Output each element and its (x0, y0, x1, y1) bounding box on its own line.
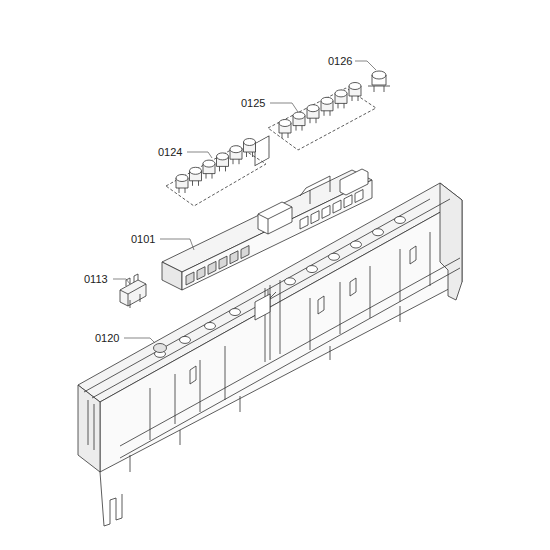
module-cell (344, 195, 352, 208)
module-cell (322, 205, 330, 218)
panel-hole (329, 253, 340, 260)
single-button (368, 71, 390, 92)
module-cell (230, 251, 238, 264)
push-buttons (176, 83, 361, 194)
module-cell (186, 272, 194, 285)
button-tab (206, 174, 212, 179)
panel-hole (154, 344, 167, 353)
button-tab (352, 96, 358, 101)
module-cell (197, 267, 205, 280)
button-cap (279, 120, 291, 127)
button-cap (307, 105, 319, 112)
callout-number: 0126 (327, 55, 353, 68)
leader-lines (113, 61, 376, 343)
button-tab (310, 118, 316, 123)
button-cap (190, 167, 202, 174)
button-tab (220, 166, 226, 171)
button-cap (244, 139, 256, 146)
panel-hole (285, 278, 296, 285)
module-cell (208, 261, 216, 274)
callout-number: 0101 (130, 233, 156, 246)
callout-number: 0120 (94, 332, 120, 345)
control-module (162, 169, 372, 290)
button-group-outline (268, 88, 376, 150)
button-tab (193, 181, 199, 186)
module-cells (186, 190, 363, 286)
button-tab (179, 188, 185, 193)
panel-hole (395, 216, 406, 223)
button-cap (203, 160, 215, 167)
button-tab (247, 152, 253, 157)
module-cell (219, 256, 227, 269)
module-cell (311, 211, 319, 224)
callout-number: 0113 (83, 273, 109, 286)
button-cap (217, 153, 229, 160)
module-cell (241, 246, 249, 259)
button-tab (296, 126, 302, 131)
module-cell (355, 190, 363, 203)
button-cap (230, 146, 242, 153)
callout-number: 0125 (240, 97, 266, 110)
control-panel (78, 136, 462, 526)
panel-hole (180, 336, 191, 343)
button-tab (233, 159, 239, 164)
module-cell (333, 200, 341, 213)
button-tab (338, 103, 344, 108)
button-cap (349, 83, 361, 90)
button-cap (335, 90, 347, 97)
panel-hole (373, 229, 384, 236)
callout-number: 0124 (157, 146, 183, 159)
panel-hole (351, 241, 362, 248)
panel-hole (230, 309, 241, 316)
button-tab (282, 133, 288, 138)
button-cap (293, 112, 305, 119)
button-cap (176, 175, 188, 182)
module-cell (300, 216, 308, 229)
button-cap (321, 97, 333, 104)
button-tab (324, 111, 330, 116)
panel-hole (307, 266, 318, 273)
panel-hole (205, 322, 216, 329)
